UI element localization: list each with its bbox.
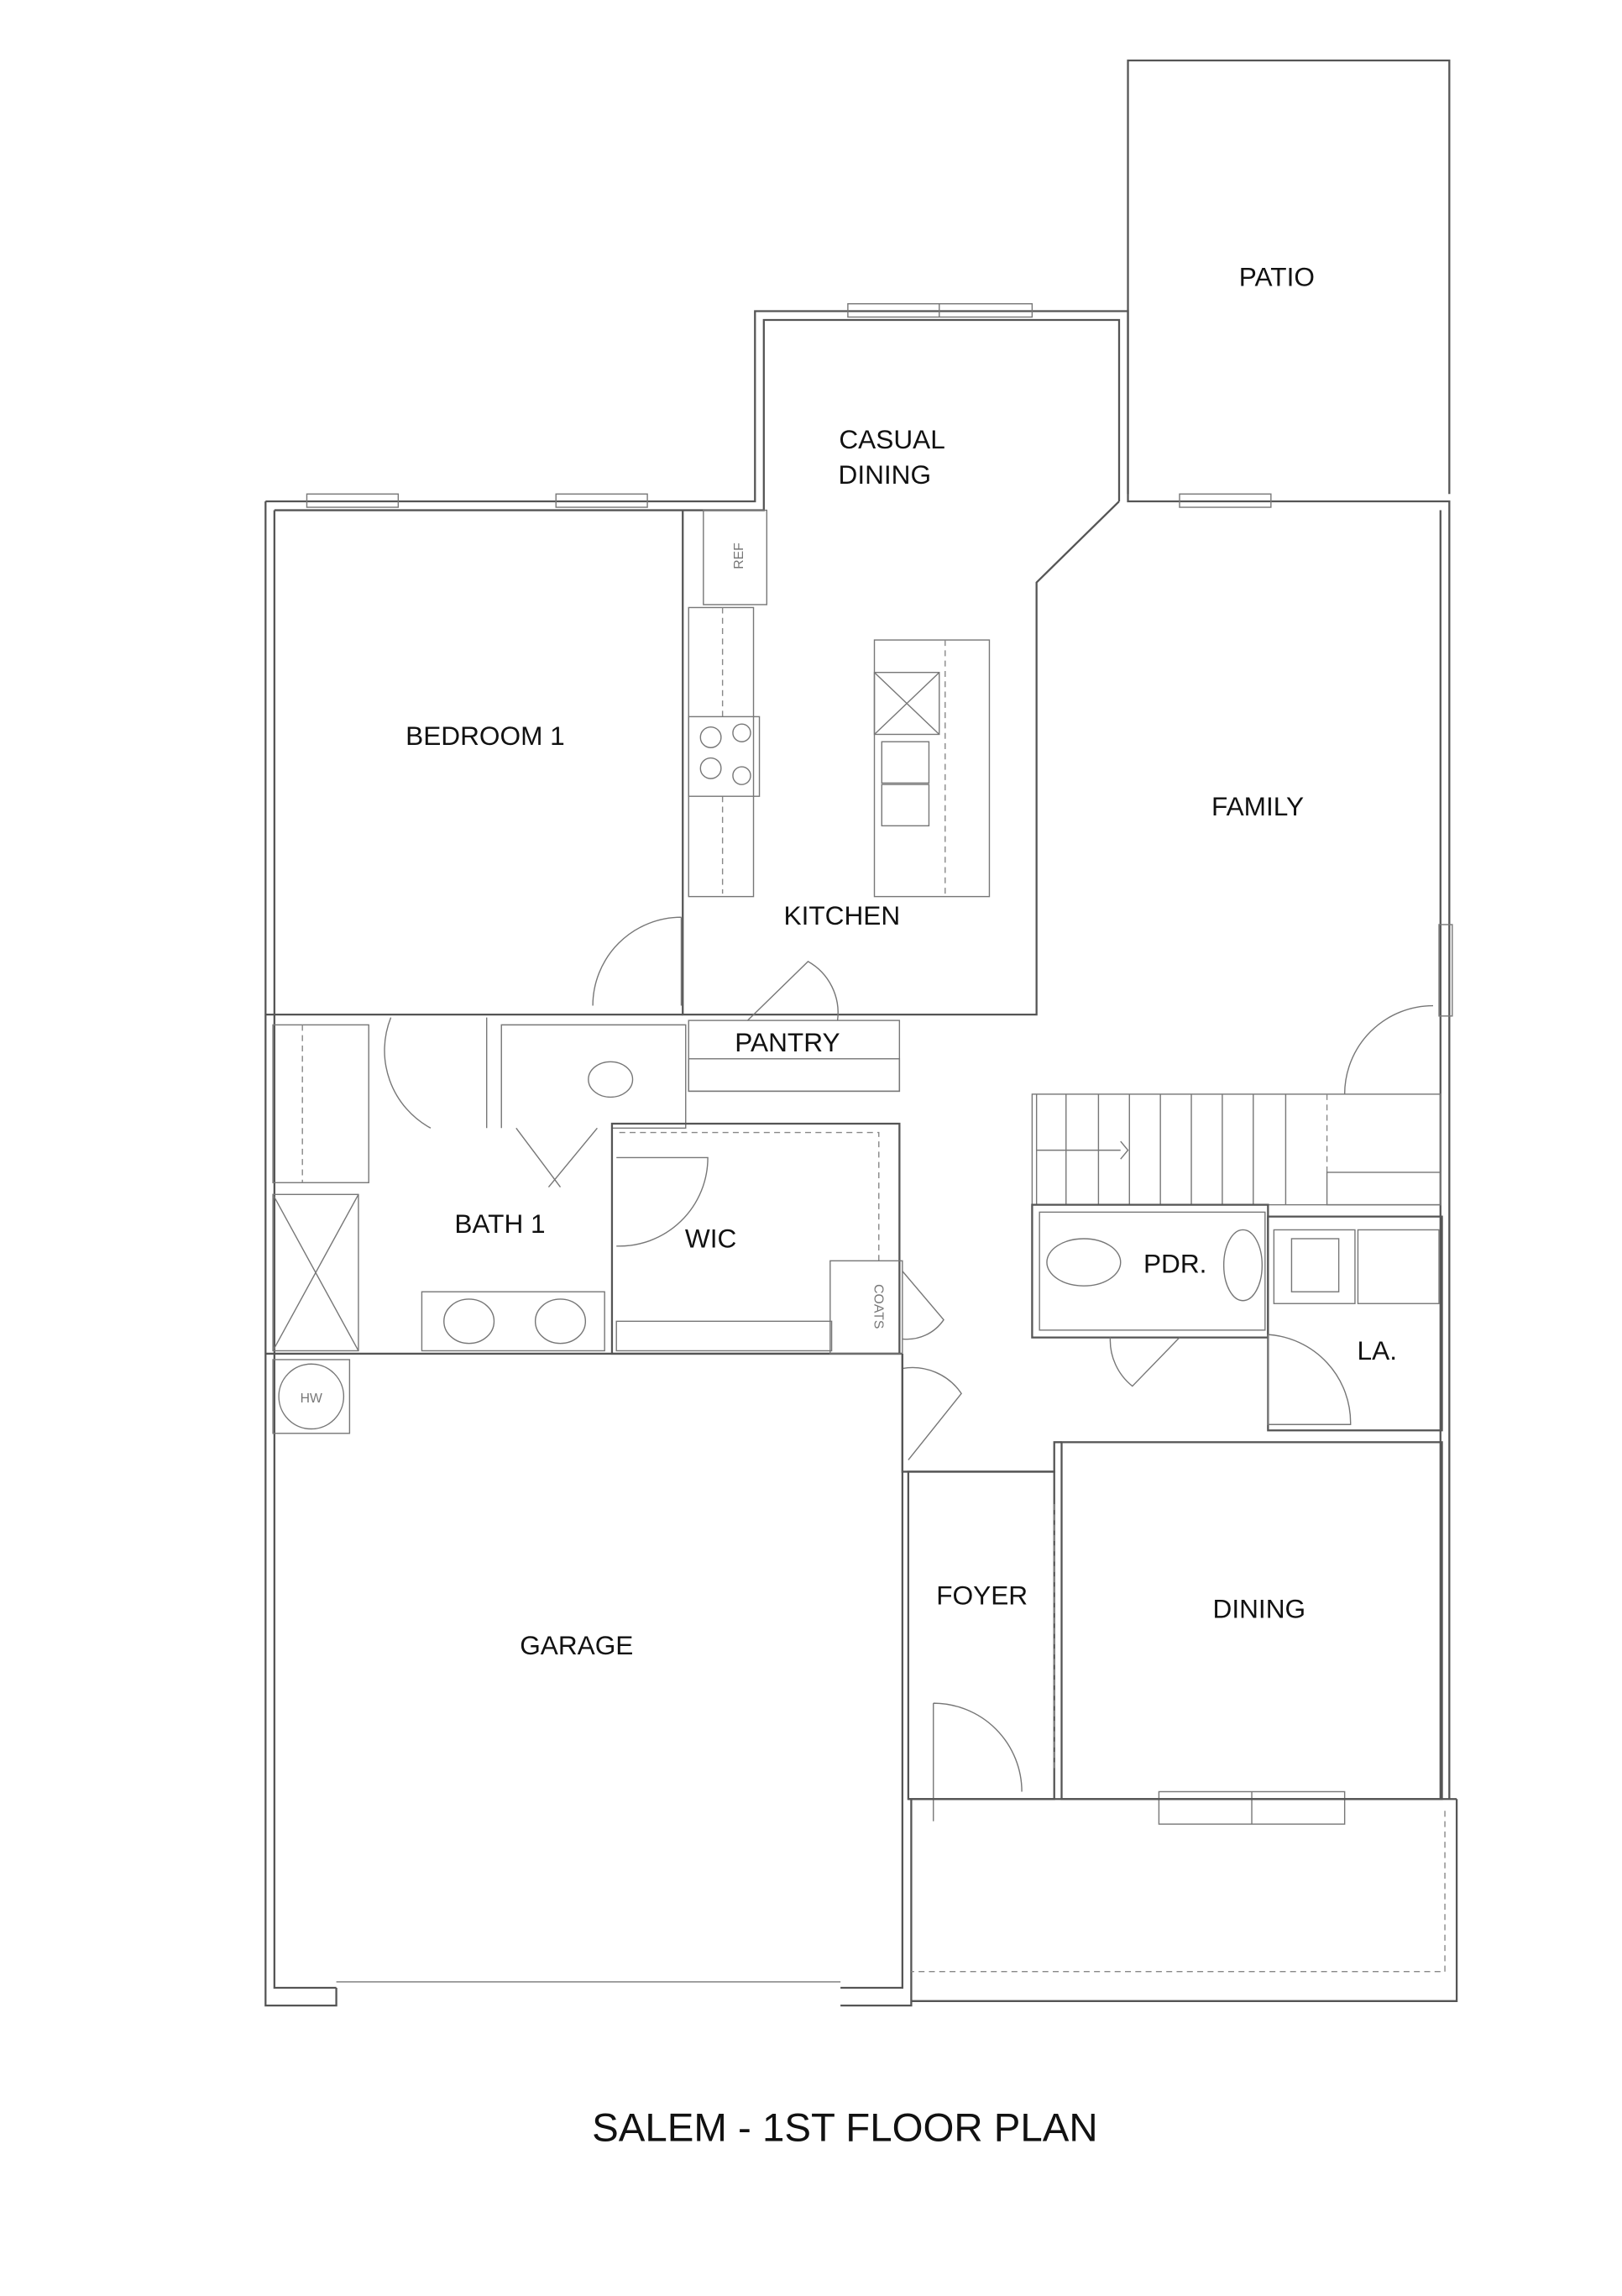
front-porch [911,1799,1458,2002]
laundry-room [1267,1215,1443,1432]
shower [272,1193,359,1352]
windows [306,303,1453,1825]
room-label-family: FAMILY [1211,791,1304,821]
fixture-label-ref: REF [732,543,746,569]
room-label-bedroom: BEDROOM 1 [406,721,565,751]
water-heater [278,1363,345,1430]
stairs [1031,1004,1441,1206]
garage-fixtures [272,1359,962,1460]
refrigerator [703,509,768,605]
foyer-dining [901,1353,1457,1822]
kitchen-area [682,501,1120,1016]
room-label-powder: PDR. [1143,1248,1206,1278]
walk-in-closet [610,1122,944,1355]
fixture-label-coats: COATS [871,1284,886,1329]
room-label-wic: WIC [685,1224,736,1254]
room-label-bath: BATH 1 [454,1208,545,1239]
bedroom-walls [265,916,683,1016]
toilet [588,1061,634,1098]
exterior-walls [264,310,1451,2007]
cooktop [688,716,761,797]
room-label-patio: PATIO [1239,262,1315,292]
room-label-laundry: LA. [1358,1335,1397,1366]
room-label-pantry: PANTRY [735,1027,840,1057]
room-label-foyer: FOYER [936,1580,1028,1610]
fixture-label-water-heater: WH [301,1392,322,1406]
room-label-garage: GARAGE [520,1630,633,1660]
pantry [688,961,901,1093]
coats-closet [829,1260,903,1355]
room-label-casual-dining-2: DINING [839,459,932,490]
bath-area [265,1017,903,1355]
room-label-dining: DINING [1213,1593,1306,1623]
plan-title: SALEM - 1ST FLOOR PLAN [592,2106,1097,2151]
vanity [421,1291,605,1352]
patio-area [1127,59,1451,495]
kitchen-island [873,639,991,898]
room-label-casual-dining: CASUAL [839,424,944,454]
room-label-kitchen: KITCHEN [784,900,901,930]
powder-room [1031,1203,1269,1387]
